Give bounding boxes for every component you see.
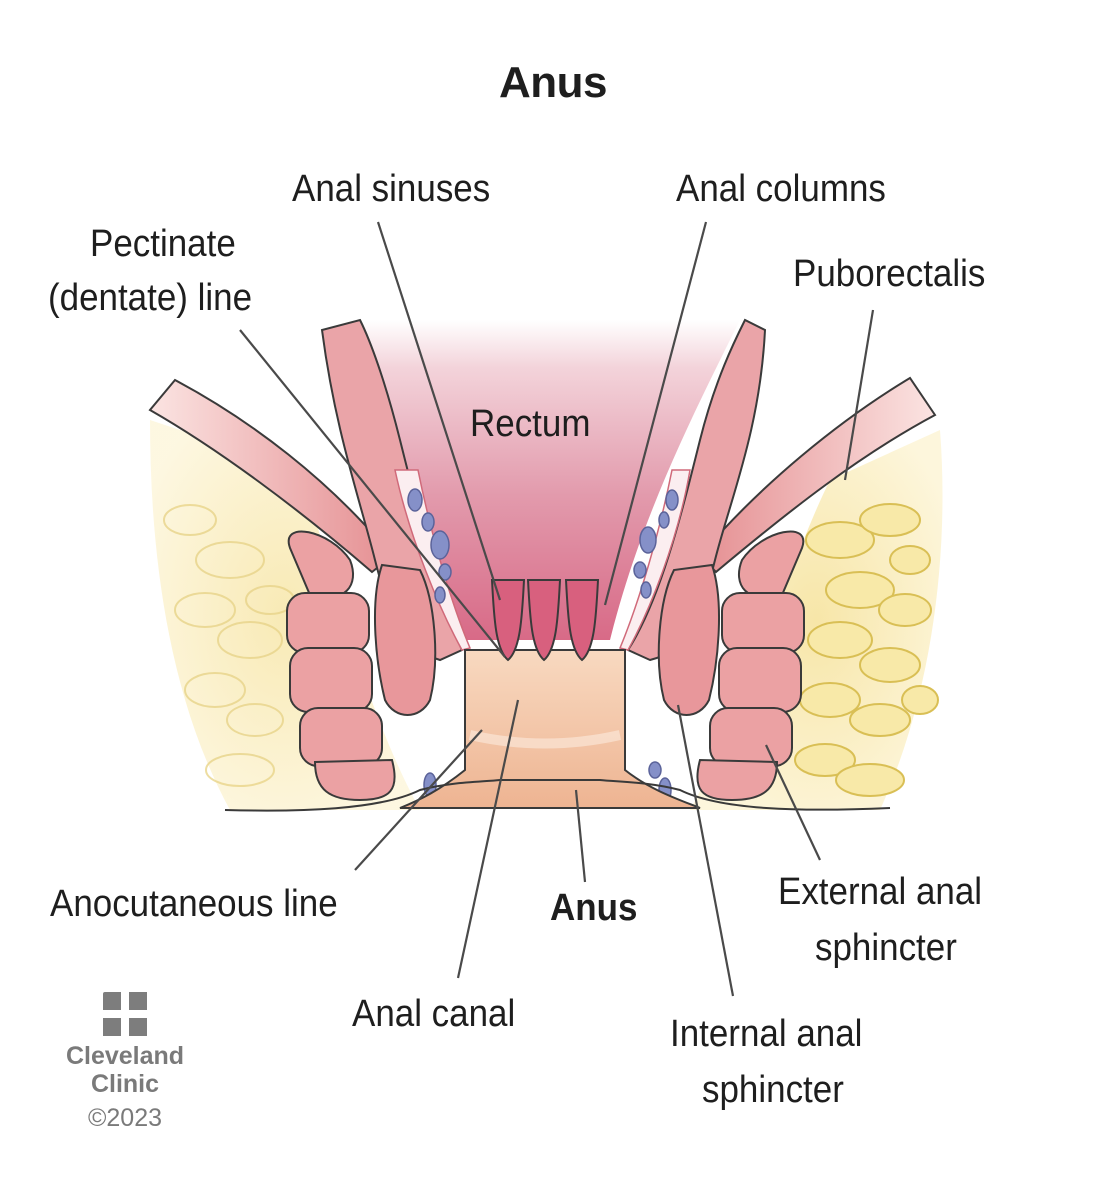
internal-sphincter-left bbox=[373, 563, 437, 716]
external-sphincter-left bbox=[286, 530, 396, 802]
label-internal-sphincter-1: Internal anal bbox=[670, 1013, 863, 1055]
internal-sphincter-right bbox=[657, 563, 721, 716]
leader-lines bbox=[239, 221, 875, 997]
label-anal-columns: Anal columns bbox=[676, 168, 886, 210]
label-pectinate-line-2: (dentate) line bbox=[48, 277, 253, 319]
rectal-wall-right bbox=[626, 318, 767, 662]
credit-org-line1: Cleveland bbox=[65, 1042, 185, 1070]
anal-columns bbox=[490, 579, 600, 662]
label-external-sphincter-1: External anal bbox=[778, 871, 983, 913]
credit-org-line2: Clinic bbox=[90, 1070, 160, 1098]
diagram-title: Anus bbox=[499, 58, 608, 107]
label-anocutaneous-line: Anocutaneous line bbox=[50, 883, 338, 925]
label-rectum: Rectum bbox=[470, 403, 591, 445]
label-anal-sinuses: Anal sinuses bbox=[292, 168, 491, 210]
external-sphincter-right bbox=[696, 530, 805, 802]
label-external-sphincter-2: sphincter bbox=[815, 927, 957, 969]
label-puborectalis: Puborectalis bbox=[793, 253, 986, 295]
label-anal-canal: Anal canal bbox=[352, 993, 516, 1035]
perianal-skin-line bbox=[224, 779, 891, 812]
cleveland-clinic-credit: Cleveland Clinic ©2023 bbox=[60, 992, 190, 1134]
label-internal-sphincter-2: sphincter bbox=[702, 1069, 844, 1111]
cleveland-clinic-logo-icon bbox=[103, 992, 147, 1036]
credit-copyright: ©2023 bbox=[87, 1104, 163, 1132]
label-anus: Anus bbox=[550, 887, 638, 929]
rectum bbox=[360, 320, 740, 640]
label-pectinate-line-1: Pectinate bbox=[90, 223, 236, 265]
